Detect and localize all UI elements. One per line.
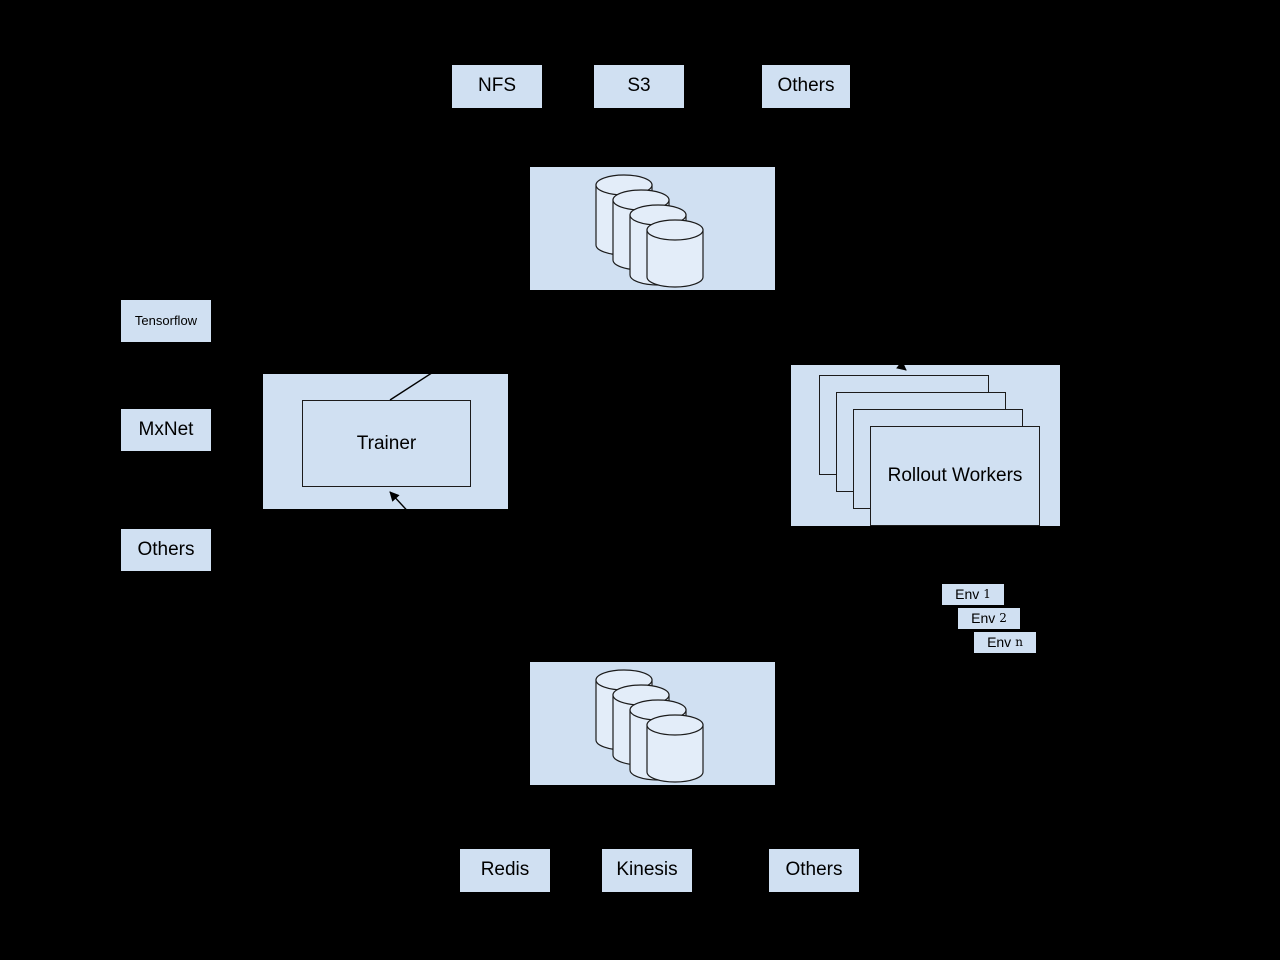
node-redis-label: Redis — [480, 859, 530, 881]
trainer-box[interactable]: Trainer — [302, 400, 471, 487]
offline-data-store[interactable] — [529, 166, 776, 291]
node-framework-others-label: Others — [137, 538, 195, 560]
node-kinesis-label: Kinesis — [616, 859, 678, 881]
database-cylinder-stack-icon — [595, 174, 704, 288]
node-env-2[interactable]: Env 2 — [957, 607, 1021, 630]
connector-rollout-workers-to-experience-store — [799, 509, 963, 661]
node-tensorflow[interactable]: Tensorflow — [120, 299, 212, 343]
connector-experience-store-to-trainer — [389, 491, 546, 661]
trainer-label: Trainer — [356, 432, 417, 454]
node-env-n[interactable]: Env n — [973, 631, 1037, 654]
rollout-worker-card-4[interactable] — [870, 426, 1040, 526]
node-env-1-label: Env — [955, 585, 980, 602]
database-cylinder-stack-icon — [595, 669, 704, 783]
node-env-2-index: 2 — [999, 610, 1007, 625]
node-s3-label: S3 — [627, 75, 651, 97]
node-kinesis[interactable]: Kinesis — [601, 848, 693, 893]
node-redis[interactable]: Redis — [459, 848, 551, 893]
node-mxnet-label: MxNet — [138, 418, 194, 440]
node-env-1-index: 1 — [983, 586, 991, 601]
node-framework-others[interactable]: Others — [120, 528, 212, 572]
node-env-n-label: Env — [987, 633, 1012, 650]
node-storage-others-label: Others — [777, 75, 835, 97]
node-mxnet[interactable]: MxNet — [120, 408, 212, 452]
rollout-workers-label: Rollout Workers — [887, 465, 1023, 486]
node-env-n-index: n — [1015, 634, 1023, 649]
node-nfs-label: NFS — [478, 75, 516, 97]
node-nfs[interactable]: NFS — [451, 64, 543, 109]
node-streaming-others-label: Others — [785, 859, 843, 881]
node-s3[interactable]: S3 — [593, 64, 685, 109]
node-storage-others[interactable]: Others — [761, 64, 851, 109]
node-tensorflow-label: Tensorflow — [134, 312, 198, 328]
node-env-1[interactable]: Env 1 — [941, 583, 1005, 606]
connector-trainer-to-rollout-workers — [819, 299, 907, 371]
node-env-2-label: Env — [971, 609, 996, 626]
experience-replay-store[interactable] — [529, 661, 776, 786]
node-streaming-others[interactable]: Others — [768, 848, 860, 893]
